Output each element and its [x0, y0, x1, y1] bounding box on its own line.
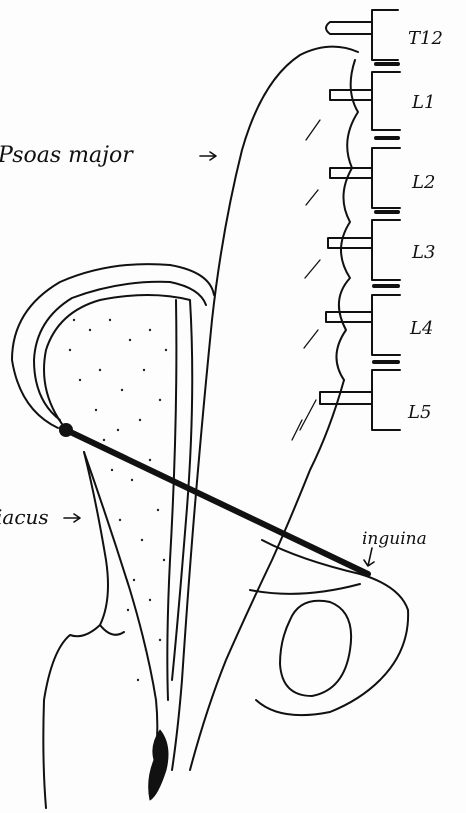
vertebra-label-t12: T12 [408, 28, 443, 49]
iliacus-muscle [44, 295, 192, 775]
obturator-foramen [280, 601, 351, 696]
vertebra-l3 [328, 220, 400, 280]
intervertebral-discs [374, 64, 398, 362]
vertebral-column [320, 10, 400, 430]
psoas-origin-edge [336, 60, 358, 380]
vertebra-l5 [320, 370, 400, 430]
iliacus-label: iacus [0, 505, 49, 529]
vertebra-label-l3: L3 [411, 242, 435, 263]
psoas-major-muscle [172, 47, 358, 770]
psoas-major-label: Psoas major [0, 143, 134, 168]
vertebra-label-l5: L5 [407, 402, 431, 423]
pubis [250, 540, 408, 715]
inguinal-ligament [62, 428, 368, 574]
vertebra-label-l1: L1 [411, 92, 435, 113]
vertebra-label-l2: L2 [411, 172, 435, 193]
vertebra-l1 [330, 72, 400, 130]
psoas-arrow [200, 152, 216, 160]
iliacus-arrow [64, 514, 80, 522]
asis-point [59, 423, 73, 437]
inguinal-arrow [364, 548, 374, 566]
vertebra-label-l4: L4 [409, 318, 433, 339]
iliacus-stipple [69, 319, 167, 701]
lesser-trochanter [149, 730, 168, 800]
inguinal-label: inguina [362, 529, 427, 549]
vertebra-l2 [330, 148, 400, 208]
vertebra-t12 [326, 10, 398, 60]
